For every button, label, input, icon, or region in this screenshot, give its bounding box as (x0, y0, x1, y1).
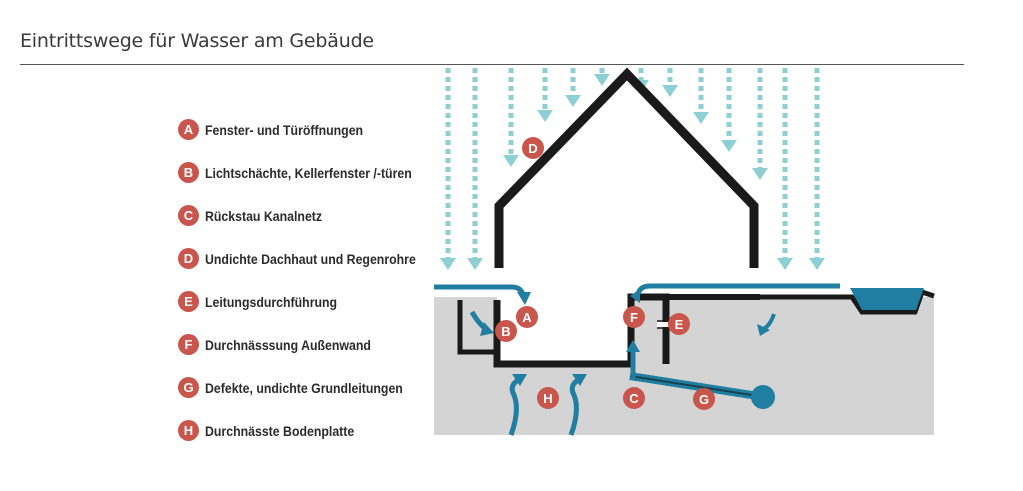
water-flow-a (434, 284, 527, 299)
sewer-manhole (751, 385, 775, 409)
legend-badge-f: F (178, 334, 199, 355)
rain-arrowhead (777, 258, 793, 270)
marker-g: G (693, 388, 715, 410)
legend-item-f: F Durchnässsung Außenwand (178, 323, 445, 366)
ground-surface-right (760, 288, 935, 315)
marker-c-label: C (629, 391, 639, 406)
house-wall-left (494, 67, 759, 268)
marker-f-label: F (630, 310, 638, 325)
legend: A Fenster- und Türöffnungen B Lichtschäc… (178, 108, 445, 452)
rain-arrowhead (537, 110, 553, 122)
rain-arrowhead (809, 258, 825, 270)
rain-arrowhead (752, 168, 768, 180)
legend-item-a: A Fenster- und Türöffnungen (178, 108, 445, 151)
legend-label-d: Undichte Dachhaut und Regenrohre (205, 250, 416, 267)
marker-g-label: G (699, 392, 709, 407)
legend-label-h: Durchnässte Bodenplatte (205, 422, 355, 439)
legend-label-b: Lichtschächte, Kellerfenster /-türen (205, 164, 412, 181)
page-title: Eintrittswege für Wasser am Gebäude (20, 30, 374, 52)
water-rise-h1 (508, 375, 524, 436)
legend-badge-b: B (178, 162, 199, 183)
rain-arrowhead (440, 258, 456, 270)
rain-arrowhead (467, 258, 483, 270)
marker-d-label: D (528, 141, 537, 156)
legend-label-g: Defekte, undichte Grundleitungen (205, 379, 403, 396)
legend-badge-c: C (178, 205, 199, 226)
legend-item-c: C Rückstau Kanalnetz (178, 194, 445, 237)
marker-h-label: H (543, 391, 552, 406)
marker-c: C (623, 387, 645, 409)
legend-item-e: E Leitungsdurchführung (178, 280, 445, 323)
ground (434, 296, 934, 435)
legend-badge-e: E (178, 291, 199, 312)
legend-item-d: D Undichte Dachhaut und Regenrohre (178, 237, 445, 280)
legend-badge-a: A (178, 119, 199, 140)
marker-h: H (537, 387, 559, 409)
rain-arrowhead (721, 140, 737, 152)
legend-item-g: G Defekte, undichte Grundleitungen (178, 366, 445, 409)
legend-label-c: Rückstau Kanalnetz (205, 207, 323, 224)
marker-a: A (516, 306, 538, 328)
marker-e: E (668, 313, 690, 335)
marker-f: F (623, 306, 645, 328)
marker-a-label: A (522, 310, 532, 325)
rain-arrowhead (565, 95, 581, 107)
legend-badge-d: D (178, 248, 199, 269)
legend-label-a: Fenster- und Türöffnungen (205, 121, 364, 138)
water-rise-h2 (568, 375, 584, 436)
rain-arrows (440, 68, 825, 270)
rain-arrowhead (662, 85, 678, 97)
marker-b: B (495, 320, 517, 342)
legend-label-e: Leitungsdurchführung (205, 293, 338, 310)
pipe-passage (657, 322, 677, 327)
surface-pool (850, 288, 924, 310)
legend-label-f: Durchnässsung Außenwand (205, 336, 371, 353)
rain-arrowhead (693, 112, 709, 124)
marker-b-label: B (501, 324, 510, 339)
marker-e-label: E (675, 317, 684, 332)
light-well-wall (457, 300, 497, 355)
water-flow-e (635, 283, 840, 295)
marker-d: D (522, 137, 544, 159)
legend-item-h: H Durchnässte Bodenplatte (178, 409, 445, 452)
title-divider (20, 64, 964, 65)
legend-item-b: B Lichtschächte, Kellerfenster /-türen (178, 151, 445, 194)
rain-arrowhead (503, 155, 519, 167)
legend-badge-h: H (178, 420, 199, 441)
rain-arrowhead (594, 74, 610, 86)
legend-badge-g: G (178, 377, 199, 398)
